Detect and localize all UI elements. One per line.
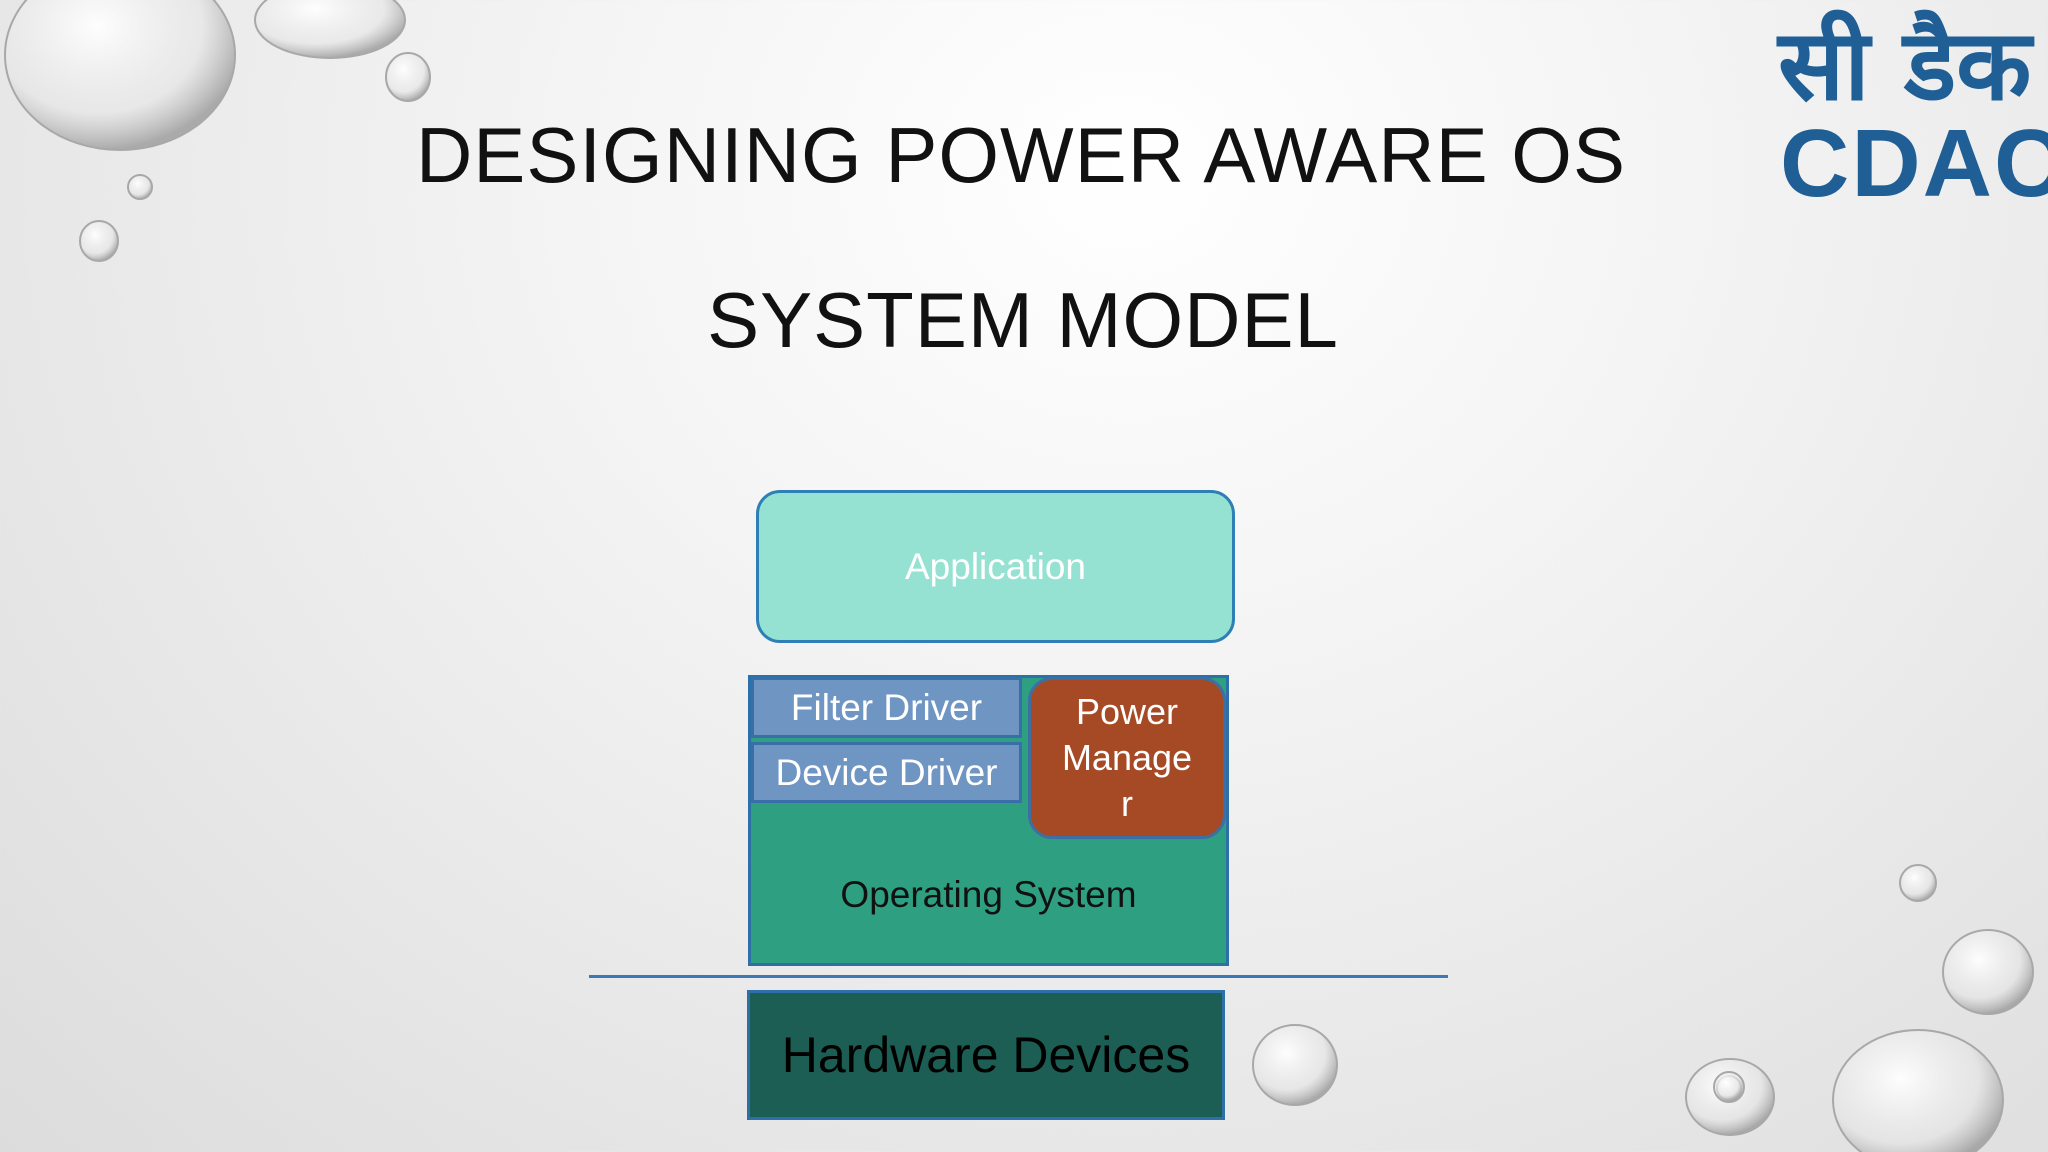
logo-english-text: CDAC <box>1780 110 2048 217</box>
slide-title: DESIGNING POWER AWARE OS <box>415 111 1627 199</box>
power-manager-label-line2: Manage <box>1061 737 1193 778</box>
droplets-top-left <box>4 0 431 262</box>
cdac-logo: सी डैक CDAC <box>1778 0 2048 212</box>
droplets-bottom-right <box>1252 864 2034 1152</box>
logo-hindi-text: सी डैक <box>1778 9 2032 123</box>
power-manager-label-line1: Power <box>1075 691 1179 732</box>
hardware-separator-line <box>589 975 1448 978</box>
device-driver-box: Device Driver <box>751 742 1022 803</box>
hardware-devices-box: Hardware Devices <box>747 990 1225 1120</box>
hardware-devices-label: Hardware Devices <box>781 1027 1191 1083</box>
filter-driver-label: Filter Driver <box>790 686 983 728</box>
operating-system-label: Operating System <box>840 874 1137 915</box>
power-manager-box: Power Manage r <box>1028 677 1226 839</box>
application-box: Application <box>756 490 1235 643</box>
power-manager-label-line3: r <box>1121 783 1133 824</box>
device-driver-label: Device Driver <box>775 751 998 793</box>
application-label: Application <box>904 545 1086 587</box>
slide-subtitle: SYSTEM MODEL <box>707 276 1339 364</box>
filter-driver-box: Filter Driver <box>751 677 1022 738</box>
